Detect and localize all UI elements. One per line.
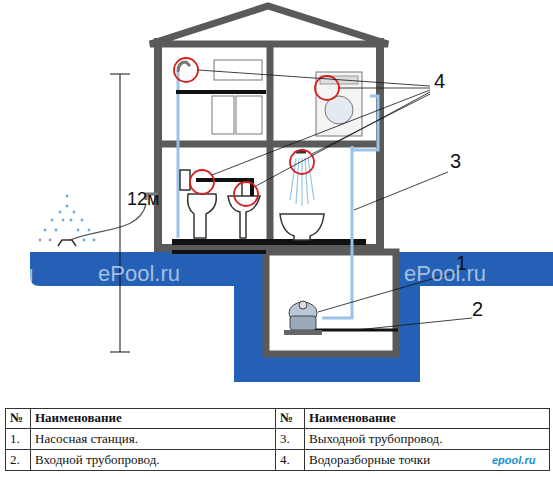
ground (30, 252, 553, 382)
watermark: ePool.ru (98, 262, 180, 286)
table-cell: Выходной трубопровод. (309, 432, 442, 446)
ground-floor-slab (172, 239, 366, 245)
watermark: ePool.ru (404, 262, 486, 286)
logo-text: epool.ru (492, 454, 535, 466)
draw-off-markers (174, 58, 339, 206)
legend-table-grid (5, 408, 550, 471)
table-header: Наименование (35, 411, 122, 425)
roof (150, 6, 388, 44)
callout-number: 2 (472, 298, 483, 320)
slab-edge (172, 250, 266, 254)
table-cell: 4. (280, 453, 290, 467)
leader-lines (198, 70, 472, 330)
callout-number: 3 (450, 150, 461, 172)
watermark: l.ru (3, 262, 34, 286)
kitchen (176, 60, 266, 134)
outlet-pipe (178, 72, 378, 318)
table-header: № (280, 411, 293, 425)
table-cell: Водоразборные точки (309, 453, 430, 467)
inlet-pipe (312, 329, 398, 332)
table-cell: Насосная станция. (35, 432, 138, 446)
table-cell: Входной трубопровод. (35, 453, 160, 467)
table-header: Наименование (309, 411, 396, 425)
table-cell: 2. (10, 453, 20, 467)
dimension-label: 12м (127, 190, 159, 210)
shower (290, 152, 314, 206)
height-dimension (110, 74, 130, 352)
inner-wall (267, 42, 274, 246)
table-cell: 1. (10, 432, 20, 446)
washing-machine (316, 72, 362, 136)
table-header: № (10, 411, 23, 425)
callout-number: 4 (434, 70, 445, 92)
pump-station (284, 301, 322, 335)
basement (266, 252, 396, 354)
table-cell: 3. (280, 432, 290, 446)
